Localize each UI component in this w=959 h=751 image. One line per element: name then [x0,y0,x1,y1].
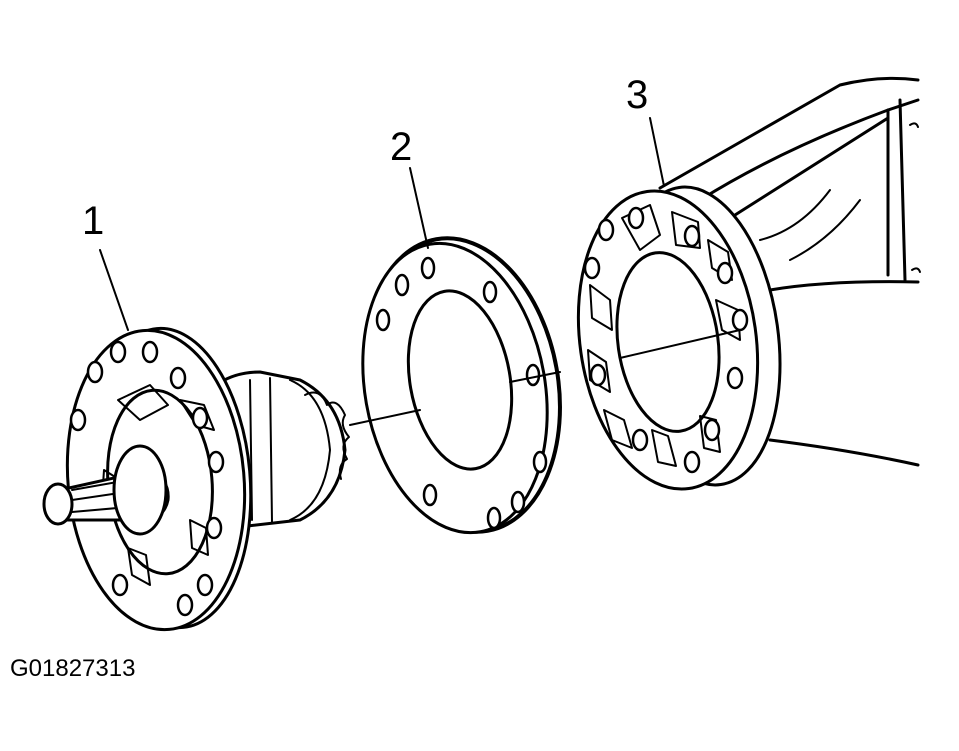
callout-2: 2 [390,125,412,169]
figure-id: G01827313 [10,655,135,682]
part-3-housing [576,76,921,491]
leader-lines [99,117,665,331]
part-2-gasket [361,236,562,535]
part-1-pinion-assembly [42,326,350,632]
callout-1: 1 [82,199,104,243]
alignment-centerline [349,329,741,426]
callout-3: 3 [626,73,648,117]
